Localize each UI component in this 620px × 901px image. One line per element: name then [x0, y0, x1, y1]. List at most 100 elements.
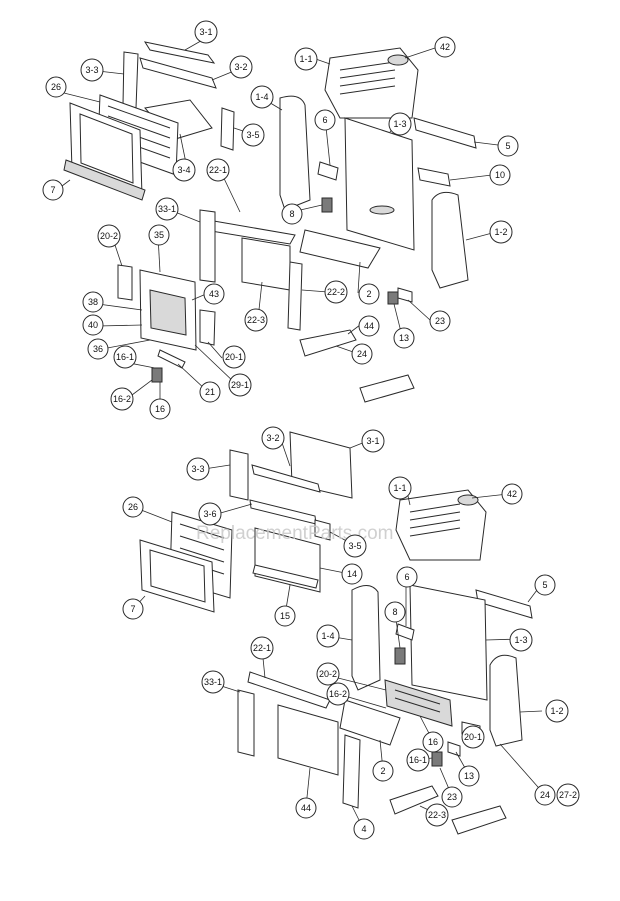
callout-circle — [534, 784, 556, 806]
bottom-callout-20-2: 20-2 — [316, 662, 340, 686]
top-callout-13: 13 — [393, 327, 415, 349]
callout-label: 27-2 — [559, 790, 577, 800]
part-1-4-top — [279, 95, 311, 211]
callout-label: 44 — [364, 321, 374, 331]
bottom-callout-15: 15 — [274, 605, 296, 627]
callout-circle — [343, 534, 367, 558]
part-23-bottom — [447, 741, 461, 757]
callout-label: 3-1 — [366, 436, 379, 446]
callout-circle — [372, 760, 394, 782]
top-callout-22-3: 22-3 — [244, 308, 268, 332]
callout-label: 42 — [507, 489, 517, 499]
callout-label: 1-2 — [494, 227, 507, 237]
callout-label: 2 — [380, 766, 385, 776]
callout-label: 7 — [50, 185, 55, 195]
callout-circle — [250, 636, 274, 660]
top-callout-3-3: 3-3 — [80, 58, 104, 82]
callout-circle — [358, 315, 380, 337]
callout-circle — [314, 109, 336, 131]
callout-label: 2 — [366, 289, 371, 299]
callout-label: 24 — [357, 349, 367, 359]
callout-circle — [461, 725, 485, 749]
callout-circle — [294, 47, 318, 71]
top-callout-23: 23 — [429, 310, 451, 332]
callout-label: 14 — [347, 569, 357, 579]
callout-label: 3-5 — [348, 541, 361, 551]
callout-label: 8 — [289, 209, 294, 219]
callout-circle — [194, 20, 218, 44]
callout-label: 21 — [205, 387, 215, 397]
part-1-1-bottom — [395, 489, 487, 561]
callout-circle — [351, 343, 373, 365]
callout-label: 1-2 — [550, 706, 563, 716]
callout-label: 22-2 — [327, 287, 345, 297]
part-5-top — [413, 117, 477, 149]
top-callout-1-3: 1-3 — [388, 112, 412, 136]
bottom-callout-13: 13 — [458, 765, 480, 787]
bottom-callout-7: 7 — [122, 598, 144, 620]
part-20-2-top — [117, 264, 133, 301]
part-burner-assembly-bottom — [384, 679, 453, 727]
top-callout-5: 5 — [497, 135, 519, 157]
bottom-callout-3-5: 3-5 — [343, 534, 367, 558]
bottom-callout-16: 16 — [422, 731, 444, 753]
top-callout-2: 2 — [358, 283, 380, 305]
callout-circle — [250, 85, 274, 109]
callout-label: 16-2 — [113, 394, 131, 404]
top-callout-29-1: 29-1 — [228, 373, 252, 397]
part-22-3-top — [241, 237, 291, 291]
part-22-3-bottom — [277, 704, 339, 776]
callout-label: 13 — [399, 333, 409, 343]
callout-circle — [42, 179, 64, 201]
bottom-callout-2: 2 — [372, 760, 394, 782]
callout-label: 3-5 — [246, 130, 259, 140]
top-callout-3-1: 3-1 — [194, 20, 218, 44]
bottom-callout-22-1: 22-1 — [250, 636, 274, 660]
part-1-2-top — [431, 191, 469, 289]
top-callout-21: 21 — [199, 381, 221, 403]
bottom-callout-33-1: 33-1 — [201, 670, 225, 694]
callout-circle — [393, 327, 415, 349]
callout-label: 16-1 — [116, 352, 134, 362]
callout-label: 20-1 — [225, 352, 243, 362]
top-callout-7: 7 — [42, 179, 64, 201]
callout-label: 23 — [435, 316, 445, 326]
callout-circle — [388, 476, 412, 500]
callout-label: 3-2 — [234, 62, 247, 72]
part-33-1-top — [199, 209, 216, 283]
part-16-top — [151, 367, 163, 383]
part-1-1-top — [324, 47, 419, 119]
callout-label: 26 — [51, 82, 61, 92]
callout-label: 1-1 — [299, 54, 312, 64]
part-15-bottom — [252, 564, 319, 589]
callout-circle — [148, 224, 170, 246]
callout-label: 1-3 — [393, 119, 406, 129]
callout-circle — [274, 605, 296, 627]
callout-label: 23 — [447, 792, 457, 802]
part-13-top — [387, 291, 399, 305]
part-7-frame-bottom — [139, 539, 215, 613]
callout-circle — [45, 76, 67, 98]
callout-label: 33-1 — [204, 677, 222, 687]
part-21-top — [157, 349, 186, 369]
top-callout-3-5: 3-5 — [241, 123, 265, 147]
callout-circle — [201, 670, 225, 694]
bottom-callout-16-1: 16-1 — [406, 748, 430, 772]
top-callout-20-2: 20-2 — [97, 224, 121, 248]
callout-circle — [172, 158, 196, 182]
bottom-callout-3-6: 3-6 — [198, 502, 222, 526]
callout-label: 44 — [301, 803, 311, 813]
part-22-1-bottom — [247, 671, 331, 709]
bottom-callout-1-3: 1-3 — [509, 628, 533, 652]
bottom-callout-24: 24 — [534, 784, 556, 806]
bottom-callout-14: 14 — [341, 563, 363, 585]
callout-circle — [316, 662, 340, 686]
part-22-2-top — [287, 261, 303, 331]
callout-label: 6 — [404, 572, 409, 582]
callout-label: 7 — [130, 604, 135, 614]
bottom-callout-20-1: 20-1 — [461, 725, 485, 749]
callout-circle — [489, 164, 511, 186]
callout-circle — [497, 135, 519, 157]
part-6-bottom — [395, 623, 415, 641]
